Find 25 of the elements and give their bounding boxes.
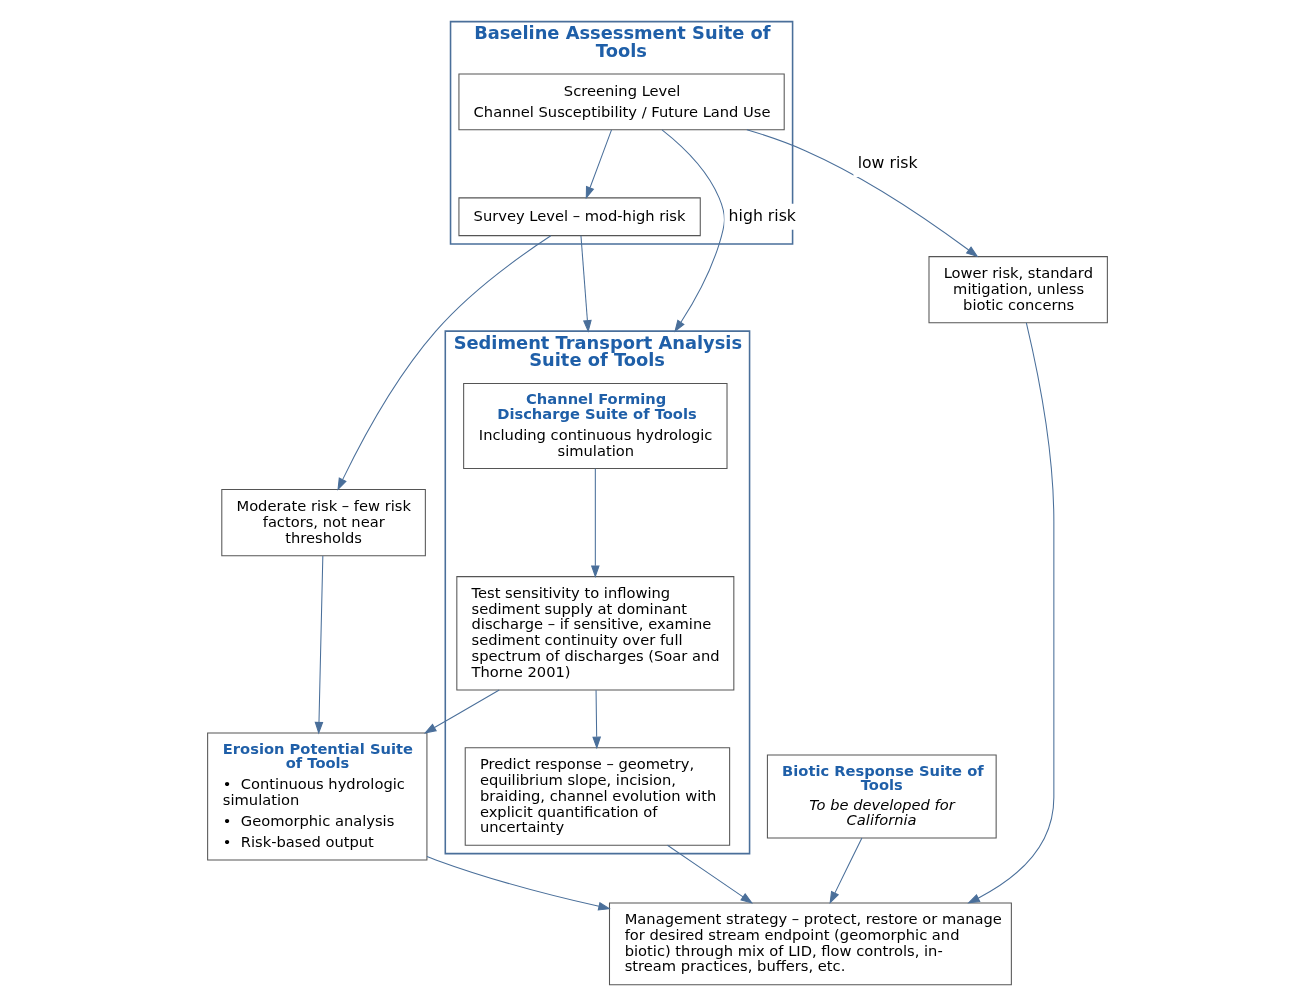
- edge-label: high risk: [728, 205, 796, 225]
- node-box: Predict response – geometry, equilibrium slope, incision, braiding, channel evolution with explicit quantification of uncertainty: [464, 746, 730, 846]
- arrow: [666, 844, 753, 904]
- arrow: [336, 234, 551, 491]
- arrow: [425, 855, 611, 911]
- node-box: Survey Level – mod-high risk: [457, 196, 701, 236]
- arrow: [423, 689, 500, 734]
- arrow: [591, 689, 601, 749]
- arrow: [829, 836, 862, 904]
- node-box: Lower risk, standard mitigation, unless biotic concerns: [927, 255, 1108, 323]
- node-box: Channel Forming Discharge Suite of Tools Including continuous hydrologic simulation: [462, 382, 728, 469]
- node-box: Erosion Potential Suite of Tools • Continuous hydrologic simulation • Geomorphic analysis • Risk-based output: [206, 731, 427, 860]
- arrow: [579, 234, 592, 333]
- arrow: [661, 128, 725, 332]
- arrow: [745, 128, 978, 257]
- arrow: [585, 128, 612, 199]
- node-box: Screening Level Channel Susceptibility / Future Land Use: [457, 73, 785, 130]
- node-box: Test sensitivity to inflowing sediment supply at dominant discharge – if sensitive, examine sediment continuity over full spectrum of discharges (Soar and Thorne 2001): [455, 575, 734, 690]
- edge-label: low risk: [857, 152, 918, 172]
- node-box: Moderate risk – few risk factors, not near thresholds: [220, 488, 426, 556]
- arrow: [966, 321, 1054, 904]
- arrow: [314, 554, 323, 734]
- node-box: Biotic Response Suite of Tools To be developed for California: [766, 754, 997, 838]
- node-box: Management strategy – protect, restore or manage for desired stream endpoint (geomorphic and biotic) through mix of LID, flow controls, in-stream practices, buffers, etc.: [608, 901, 1012, 985]
- arrow: [590, 467, 600, 578]
